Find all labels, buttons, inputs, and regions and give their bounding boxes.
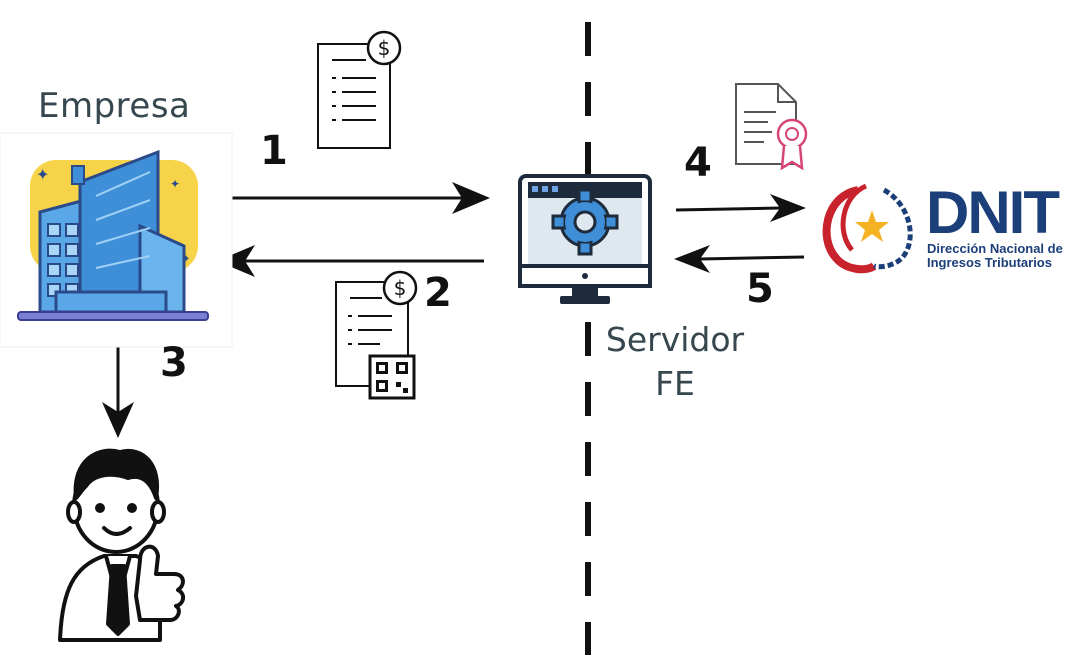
step-4-number: 4 <box>684 140 712 186</box>
svg-text:$: $ <box>394 276 407 300</box>
dnit-logo-text: DNIT <box>926 179 1060 246</box>
servidor-label: Servidor FE <box>600 318 750 406</box>
step-1-number: 1 <box>260 128 288 174</box>
dnit-emblem-icon <box>822 183 913 274</box>
arrow-4 <box>675 194 806 222</box>
step-3-number: 3 <box>160 340 188 386</box>
dnit-subtitle: Dirección Nacional de Ingresos Tributari… <box>927 242 1063 270</box>
invoice-qr-icon: $ <box>335 270 418 400</box>
invoice-document-icon: $ <box>317 30 402 149</box>
servidor-label-line2: FE <box>655 364 695 403</box>
arrow-3 <box>102 338 134 438</box>
arrow-2 <box>217 245 484 277</box>
arrow-1 <box>220 182 490 214</box>
thumbs-up-man-icon <box>58 448 185 642</box>
svg-text:✦: ✦ <box>170 177 180 191</box>
dnit-subtitle-line2: Ingresos Tributarios <box>927 255 1052 270</box>
building-icon: ✦ ✦ ✦ <box>0 132 233 348</box>
empresa-label: Empresa <box>38 86 191 126</box>
step-5-number: 5 <box>746 266 774 312</box>
arrow-5 <box>674 245 805 273</box>
servidor-label-line1: Servidor <box>605 320 745 359</box>
step-2-number: 2 <box>424 270 452 316</box>
svg-text:$: $ <box>378 36 391 60</box>
certificate-document-icon <box>735 83 808 171</box>
computer-gear-icon <box>518 174 652 304</box>
svg-text:✦: ✦ <box>182 254 190 265</box>
dnit-subtitle-line1: Dirección Nacional de <box>927 241 1063 256</box>
svg-text:✦: ✦ <box>36 165 49 184</box>
